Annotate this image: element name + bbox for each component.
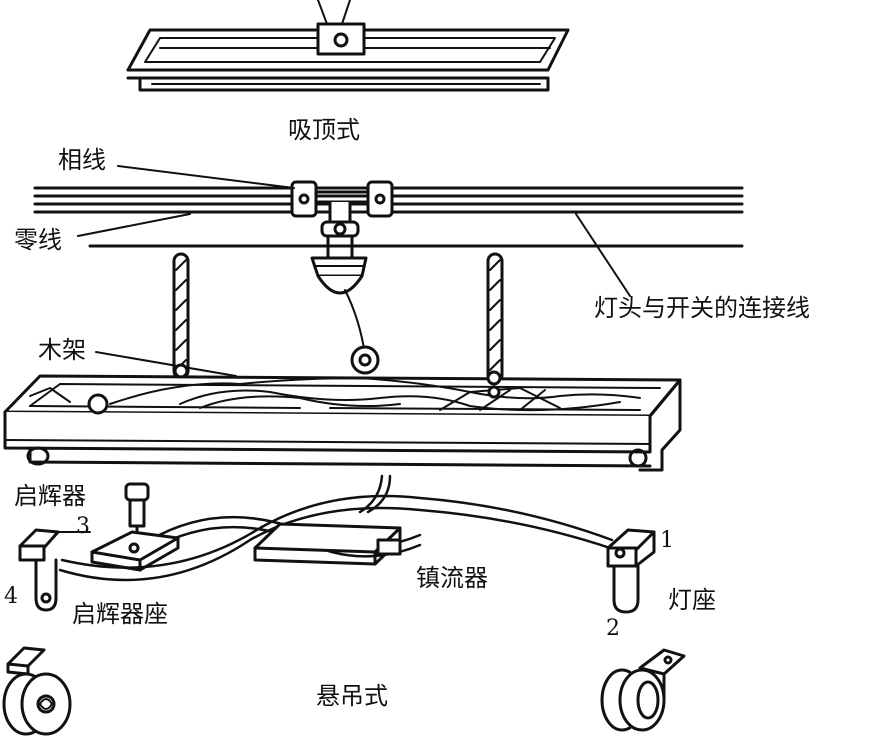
starter bbox=[124, 482, 150, 542]
ballast bbox=[253, 522, 402, 566]
wood-frame bbox=[3, 363, 682, 472]
pull-switch bbox=[350, 345, 380, 375]
right-end-cap bbox=[600, 648, 686, 732]
ceiling-type-label: 吸顶式 bbox=[288, 116, 360, 144]
left-lamp-holder bbox=[18, 528, 91, 612]
hanging-rods bbox=[172, 252, 504, 384]
wood-frame-label: 木架 bbox=[38, 336, 86, 364]
neutral-wire-label: 零线 bbox=[14, 226, 62, 254]
number-1: 1 bbox=[660, 528, 674, 553]
ceiling-fixture bbox=[126, 0, 570, 92]
right-lamp-holder bbox=[606, 528, 656, 614]
starter-base bbox=[90, 530, 180, 572]
left-end-cap bbox=[2, 646, 72, 736]
number-3: 3 bbox=[76, 514, 90, 539]
phase-wire-label: 相线 bbox=[58, 146, 106, 174]
number-2: 2 bbox=[606, 616, 620, 641]
lamp-socket bbox=[310, 220, 368, 295]
starter-label: 启辉器 bbox=[14, 482, 86, 510]
label-leader-lines bbox=[77, 165, 631, 377]
number-4: 4 bbox=[4, 584, 18, 609]
lamp-switch-wire-label: 灯头与开关的连接线 bbox=[594, 294, 810, 322]
ballast-label: 镇流器 bbox=[416, 564, 488, 592]
starter-base-label: 启辉器座 bbox=[72, 600, 168, 628]
wire-clamps bbox=[290, 180, 394, 224]
pull-cord bbox=[344, 289, 366, 356]
lamp-holder-label: 灯座 bbox=[668, 586, 716, 614]
pendant-type-label: 悬吊式 bbox=[316, 682, 388, 710]
